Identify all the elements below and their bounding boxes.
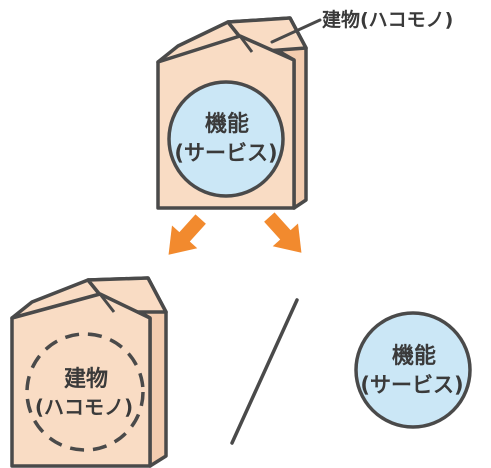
bottom-building-front <box>10 292 152 468</box>
bottom-building-line1: 建物 <box>64 366 108 392</box>
arrow-left <box>168 214 206 255</box>
bottom-building-line2: (ハコモノ) <box>35 395 133 419</box>
bottom-right-function: 機能 (サービス) <box>354 311 472 429</box>
standalone-function-line2: (サービス) <box>360 373 463 397</box>
bottom-building-ridge <box>98 293 116 313</box>
callout-leader-line <box>270 18 322 44</box>
empty-function-dashed-circle <box>25 332 145 452</box>
bottom-left-building: 建物 (ハコモノ) <box>10 276 168 468</box>
standalone-function-line1: 機能 <box>392 343 436 369</box>
callout-label: 建物(ハコモノ) <box>322 8 453 31</box>
top-function-line1: 機能 <box>205 111 249 137</box>
separator-slash <box>230 298 299 445</box>
top-building: 機能 (サービス) <box>156 16 308 210</box>
top-function-line2: (サービス) <box>174 141 277 165</box>
top-building-ridge <box>238 35 254 53</box>
standalone-function-circle <box>354 311 472 429</box>
arrow-right <box>264 212 302 253</box>
top-function-circle <box>167 80 285 198</box>
